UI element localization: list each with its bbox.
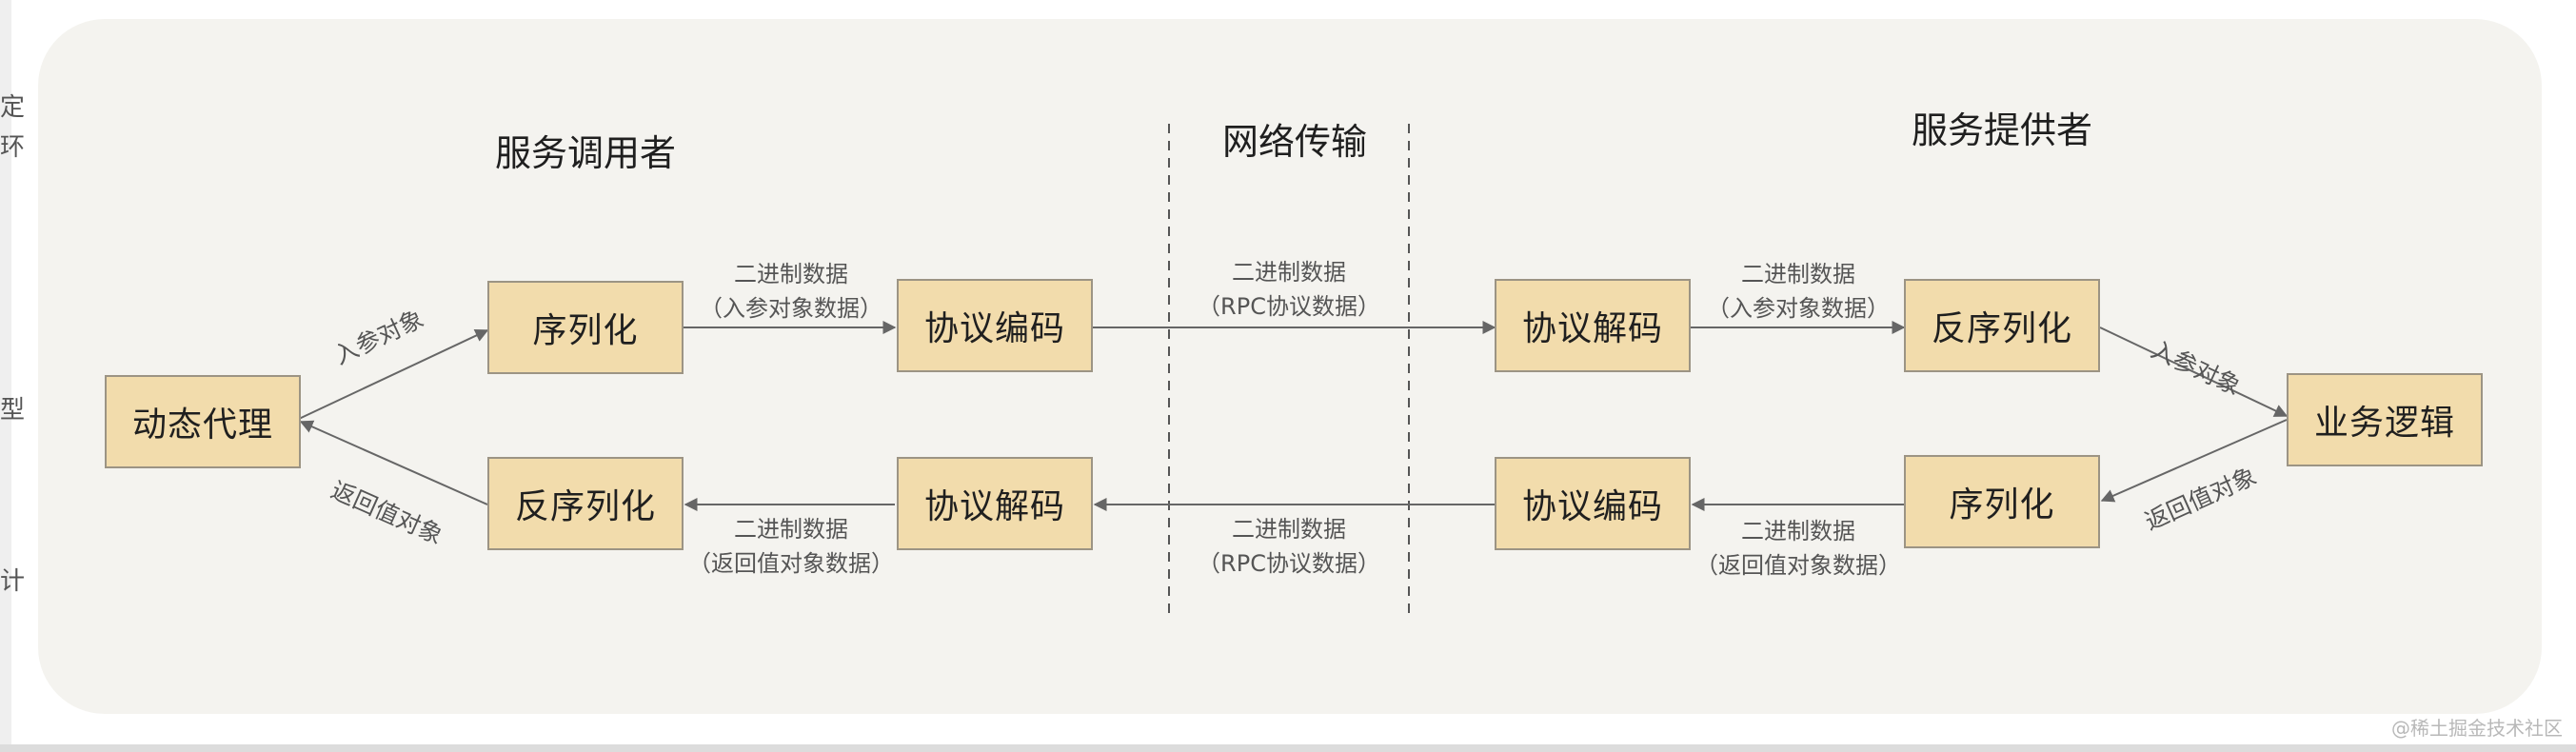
diagram-panel (38, 19, 2542, 714)
business-logic-box: 业务逻辑 (2287, 373, 2483, 466)
edge-label-network-response: 二进制数据 （RPC协议数据） (1198, 516, 1380, 577)
caller-encode-box: 协议编码 (897, 279, 1093, 372)
bottom-edge-bar (0, 744, 2576, 752)
arrow-business-to-serialize (2100, 419, 2288, 503)
provider-deserialize-box: 反序列化 (1904, 279, 2100, 372)
caller-decode-box: 协议解码 (897, 457, 1093, 550)
provider-decode-box: 协议解码 (1495, 279, 1691, 372)
caller-deserialize-box: 反序列化 (487, 457, 684, 550)
edge-label-serialize-to-encode-return: 二进制数据 （返回值对象数据） (1695, 518, 1901, 579)
left-edge-clipped-text: 环 (0, 133, 26, 162)
edge-label-decode-to-deserialize-return: 二进制数据 （返回值对象数据） (688, 516, 894, 577)
network-heading: 网络传输 (1222, 121, 1368, 163)
arrow-deserialize-to-proxy (299, 420, 488, 505)
watermark: @稀土掘金技术社区 (2391, 717, 2563, 740)
caller-heading: 服务调用者 (495, 132, 677, 174)
edge-label-network-request: 二进制数据 （RPC协议数据） (1198, 259, 1380, 320)
edge-label-serialize-to-encode: 二进制数据 （入参对象数据） (700, 261, 882, 322)
left-edge-clipped-text: 型 (0, 396, 26, 425)
left-edge-clipped-text: 定 (0, 93, 26, 122)
left-edge-strip (0, 0, 11, 752)
dynamic-proxy-box: 动态代理 (105, 375, 301, 468)
provider-heading: 服务提供者 (1912, 109, 2093, 151)
caller-serialize-box: 序列化 (487, 281, 684, 374)
arrow-proxy-to-serialize (298, 329, 489, 420)
provider-encode-box: 协议编码 (1495, 457, 1691, 550)
edge-label-decode-to-deserialize: 二进制数据 （入参对象数据） (1707, 261, 1890, 322)
arrow-deserialize-to-business (2099, 327, 2289, 417)
provider-serialize-box: 序列化 (1904, 455, 2100, 548)
left-edge-clipped-text: 计 (0, 567, 26, 596)
